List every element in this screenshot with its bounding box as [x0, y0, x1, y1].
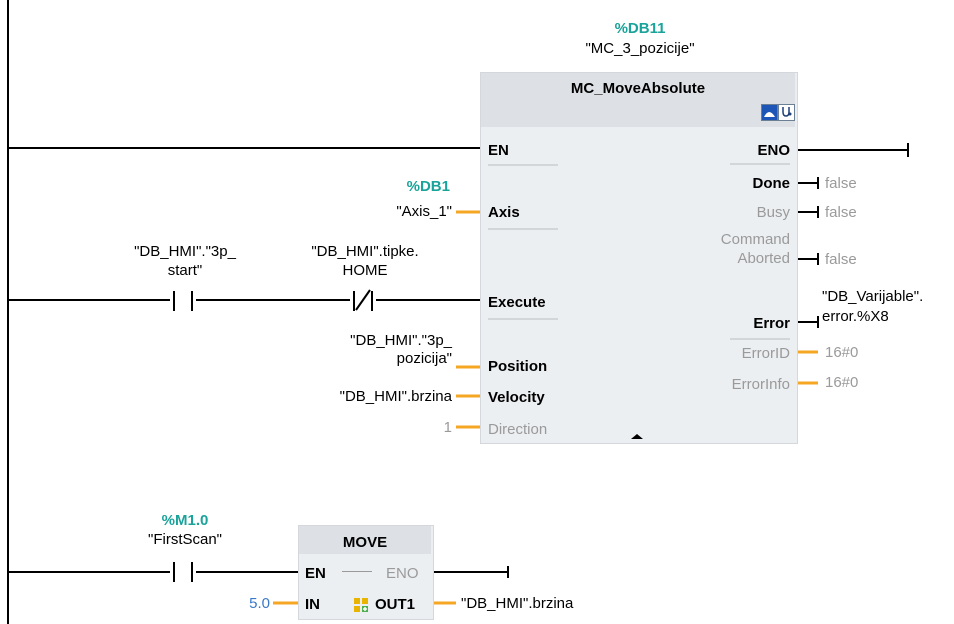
pin-direction: Direction [488, 421, 548, 438]
move-pin-en: EN [305, 565, 326, 582]
position-operand-line2[interactable]: pozicija" [396, 350, 452, 367]
velocity-operand[interactable]: "DB_HMI".brzina [339, 388, 452, 405]
pin-command-aborted-line2: Aborted [737, 250, 790, 267]
error-operand-line2[interactable]: error.%X8 [822, 308, 889, 325]
axis-db-address: %DB1 [406, 178, 450, 195]
collapse-arrow-icon[interactable] [630, 428, 644, 439]
contact-home-label-line2[interactable]: HOME [342, 262, 388, 279]
pin-command-aborted-line1: Command [720, 231, 790, 248]
contact-start-label-line2[interactable]: start" [167, 262, 203, 279]
busy-operand[interactable]: false [825, 204, 857, 221]
contact-home-label-line1[interactable]: "DB_HMI".tipke. [311, 243, 419, 260]
block1-db-address: %DB11 [614, 20, 666, 37]
output-multiplier-icon[interactable] [352, 596, 370, 614]
motion-control-icon[interactable] [761, 104, 778, 121]
pin-position: Position [488, 358, 548, 375]
aborted-operand[interactable]: false [825, 251, 857, 268]
pin-velocity: Velocity [488, 389, 545, 406]
move-in-operand[interactable]: 5.0 [249, 595, 270, 612]
position-operand-line1[interactable]: "DB_HMI"."3p_ [350, 332, 452, 349]
error-operand-line1[interactable]: "DB_Varijable". [822, 288, 924, 305]
pin-errorid: ErrorID [741, 345, 790, 362]
move-pin-out1: OUT1 [375, 596, 416, 613]
move-title: MOVE [342, 534, 388, 551]
mc-moveabsolute-header [481, 73, 795, 127]
errorinfo-operand[interactable]: 16#0 [825, 374, 859, 391]
move-out-operand[interactable]: "DB_HMI".brzina [461, 595, 574, 612]
pin-done: Done [752, 175, 791, 192]
done-operand[interactable]: false [825, 175, 857, 192]
errorid-operand[interactable]: 16#0 [825, 344, 859, 361]
firstscan-label[interactable]: "FirstScan" [148, 531, 222, 548]
pin-errorinfo: ErrorInfo [731, 376, 790, 393]
move-pin-eno: ENO [386, 565, 419, 582]
mc-moveabsolute-block[interactable] [480, 72, 798, 444]
firstscan-address: %M1.0 [161, 512, 209, 529]
move-pin-in: IN [305, 596, 320, 613]
pin-error: Error [753, 315, 790, 332]
diagnostics-icon[interactable] [778, 104, 795, 121]
axis-operand[interactable]: "Axis_1" [396, 203, 452, 220]
pin-en: EN [488, 142, 509, 159]
mc-moveabsolute-title: MC_MoveAbsolute [570, 80, 706, 97]
contact-home-negation [355, 289, 371, 311]
block1-instance-name[interactable]: "MC_3_pozicije" [585, 40, 695, 57]
pin-busy: Busy [756, 204, 790, 221]
direction-operand[interactable]: 1 [443, 419, 452, 436]
pin-eno: ENO [757, 142, 790, 159]
pin-execute: Execute [488, 294, 546, 311]
contact-start-label-line1[interactable]: "DB_HMI"."3p_ [134, 243, 236, 260]
pin-axis: Axis [488, 204, 520, 221]
move-header [299, 526, 431, 554]
